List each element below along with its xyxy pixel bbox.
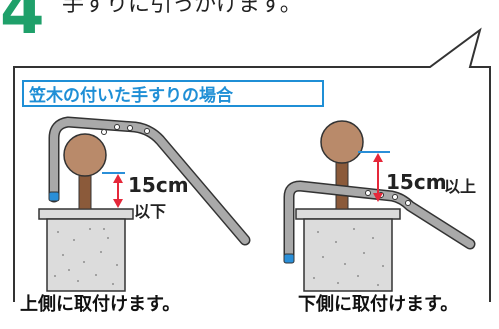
panel-title: 笠木の付いた手すりの場合: [22, 80, 324, 107]
left-scene: [38, 116, 251, 292]
right-concrete-cap: [295, 208, 401, 220]
step-instruction: 手すりに引っかけます。: [62, 0, 302, 17]
right-arrow-down: [373, 193, 383, 202]
left-concrete-block: [46, 218, 126, 292]
right-bar-cap: [283, 253, 295, 264]
left-arrow-up: [113, 174, 123, 183]
left-bar-cap: [48, 191, 60, 202]
right-post-head: [320, 120, 364, 164]
left-arrow-down: [113, 199, 123, 208]
panel-title-text: 笠木の付いた手すりの場合: [29, 86, 233, 106]
panel-outline: [13, 27, 491, 302]
right-caption: 下側に取付けます。: [298, 294, 459, 315]
left-measure-value: 15cm: [128, 173, 189, 197]
right-measure-suffix: 以上: [444, 177, 477, 196]
right-scene: [283, 120, 476, 292]
left-measure-suffix: 以下: [134, 202, 167, 221]
right-arrow-up: [373, 153, 383, 162]
right-measure-value: 15cm: [386, 170, 447, 194]
left-post-head: [63, 133, 107, 177]
left-concrete-cap: [38, 208, 134, 220]
right-concrete-block: [303, 218, 393, 292]
left-caption: 上側に取付けます。: [20, 294, 181, 315]
step-number: 4: [0, 0, 45, 49]
